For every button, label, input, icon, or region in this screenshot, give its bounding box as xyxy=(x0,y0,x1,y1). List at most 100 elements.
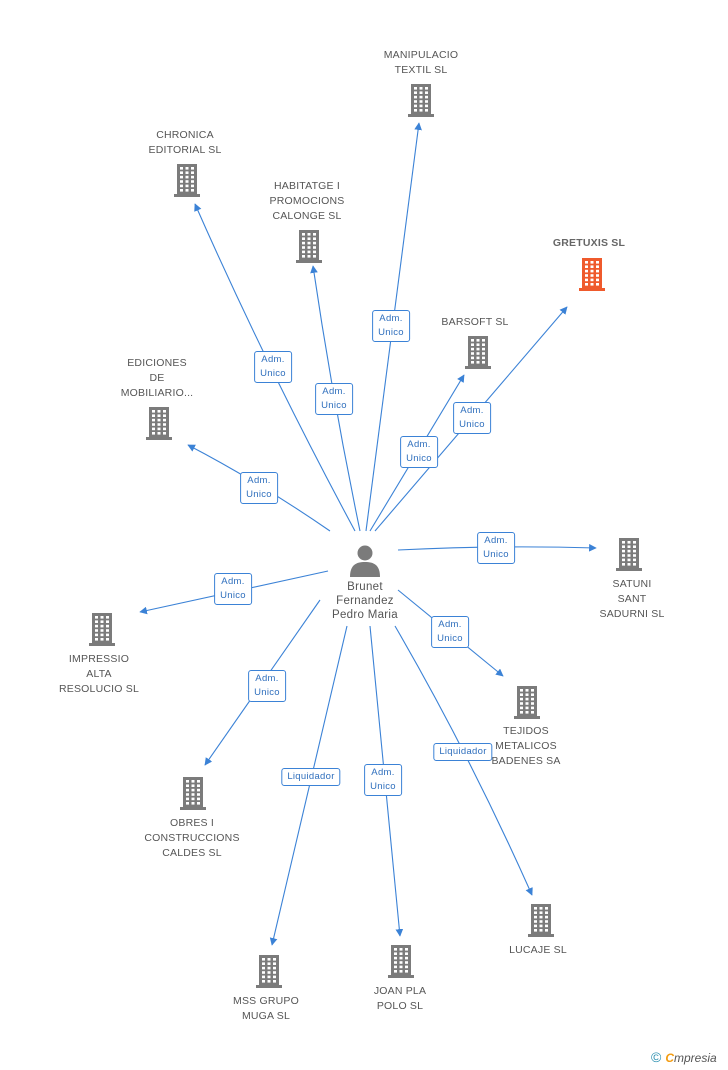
company-label-chronica[interactable]: CHRONICA EDITORIAL SL xyxy=(110,128,260,158)
person-icon[interactable] xyxy=(345,544,385,578)
relation-label-satuni[interactable]: Adm. Unico xyxy=(477,532,515,564)
company-label-tejidos[interactable]: TEJIDOS METALICOS BADENES SA xyxy=(451,724,601,769)
company-label-line: MSS GRUPO xyxy=(233,995,299,1007)
company-label-line: DE xyxy=(149,372,165,384)
relation-label-line: Unico xyxy=(459,419,485,430)
relation-label-line: Adm. xyxy=(407,439,431,450)
company-label-line: SADURNI SL xyxy=(599,608,665,620)
relation-label-line: Adm. xyxy=(460,405,484,416)
relation-label-obres[interactable]: Adm. Unico xyxy=(248,670,286,702)
company-label-line: CHRONICA xyxy=(156,129,214,141)
building-icon[interactable] xyxy=(460,334,496,370)
relation-label-line: Adm. xyxy=(261,354,285,365)
company-label-mss[interactable]: MSS GRUPO MUGA SL xyxy=(191,994,341,1024)
relation-label-line: Unico xyxy=(406,453,432,464)
copyright-symbol: © xyxy=(651,1049,662,1065)
building-icon[interactable] xyxy=(574,256,610,292)
relation-label-manipulacio[interactable]: Adm. Unico xyxy=(372,310,410,342)
brand-rest: mpresia xyxy=(674,1051,717,1065)
relation-label-line: Unico xyxy=(370,781,396,792)
building-icon[interactable] xyxy=(509,684,545,720)
building-icon[interactable] xyxy=(141,405,177,441)
relation-label-lucaje[interactable]: Liquidador xyxy=(433,743,493,761)
company-label-line: TEXTIL SL xyxy=(394,64,448,76)
relation-label-mss[interactable]: Liquidador xyxy=(281,768,341,786)
relation-label-tejidos[interactable]: Adm. Unico xyxy=(431,616,469,648)
company-label-barsoft[interactable]: BARSOFT SL xyxy=(400,315,550,330)
company-label-line: TEJIDOS xyxy=(503,725,549,737)
empresia-logo: ©Cmpresia xyxy=(651,1049,717,1065)
company-label-line: GRETUXIS SL xyxy=(552,237,626,249)
building-icon[interactable] xyxy=(251,953,287,989)
relation-label-ediciones[interactable]: Adm. Unico xyxy=(240,472,278,504)
building-icon[interactable] xyxy=(84,611,120,647)
company-label-line: BADENES SA xyxy=(491,755,561,767)
building-icon[interactable] xyxy=(403,82,439,118)
relation-label-habitatge[interactable]: Adm. Unico xyxy=(315,383,353,415)
company-label-line: MOBILIARIO... xyxy=(120,387,194,399)
relation-label-line: Unico xyxy=(437,633,463,644)
relation-label-line: Unico xyxy=(260,368,286,379)
relation-label-joanpla[interactable]: Adm. Unico xyxy=(364,764,402,796)
company-label-line: PROMOCIONS xyxy=(269,195,345,207)
building-icon[interactable] xyxy=(291,228,327,264)
company-label-line: EDITORIAL SL xyxy=(148,144,222,156)
company-label-impressio[interactable]: IMPRESSIO ALTA RESOLUCIO SL xyxy=(24,652,174,697)
company-label-line: BARSOFT SL xyxy=(441,316,509,328)
company-label-ediciones[interactable]: EDICIONES DE MOBILIARIO... xyxy=(82,356,232,401)
company-label-line: MANIPULACIO xyxy=(383,49,459,61)
company-label-line: CALONGE SL xyxy=(272,210,342,222)
relation-label-line: Adm. xyxy=(379,313,403,324)
relation-label-impressio[interactable]: Adm. Unico xyxy=(214,573,252,605)
company-label-line: HABITATGE I xyxy=(274,180,340,192)
company-label-lucaje[interactable]: LUCAJE SL xyxy=(463,943,613,958)
relation-label-line: Unico xyxy=(246,489,272,500)
company-label-satuni[interactable]: SATUNI SANT SADURNI SL xyxy=(557,577,707,622)
company-label-line: ALTA xyxy=(86,668,112,680)
company-label-line: SATUNI xyxy=(612,578,652,590)
company-label-habitatge[interactable]: HABITATGE I PROMOCIONS CALONGE SL xyxy=(232,179,382,224)
relation-label-line: Adm. xyxy=(438,619,462,630)
relation-label-line: Unico xyxy=(254,687,280,698)
brand-first-letter: C xyxy=(665,1051,674,1065)
relation-label-line: Adm. xyxy=(221,576,245,587)
company-label-line: METALICOS xyxy=(495,740,557,752)
company-label-line: MUGA SL xyxy=(241,1010,291,1022)
relation-label-line: Adm. xyxy=(484,535,508,546)
person-name-line: Fernandez xyxy=(336,595,394,607)
relation-label-line: Adm. xyxy=(255,673,279,684)
building-icon[interactable] xyxy=(169,162,205,198)
relation-label-line: Adm. xyxy=(322,386,346,397)
center-person-name[interactable]: Brunet Fernandez Pedro Maria xyxy=(290,580,440,622)
building-icon[interactable] xyxy=(383,943,419,979)
building-icon[interactable] xyxy=(175,775,211,811)
relation-label-line: Unico xyxy=(378,327,404,338)
company-label-line: SANT xyxy=(617,593,647,605)
company-label-line: EDICIONES xyxy=(127,357,187,369)
relation-label-line: Adm. xyxy=(371,767,395,778)
company-label-gretuxis[interactable]: GRETUXIS SL xyxy=(514,236,664,251)
company-label-line: OBRES I xyxy=(170,817,214,829)
company-label-line: JOAN PLA xyxy=(373,985,427,997)
person-name-line: Brunet xyxy=(347,581,383,593)
company-label-line: CONSTRUCCIONS xyxy=(144,832,240,844)
company-label-manipulacio[interactable]: MANIPULACIO TEXTIL SL xyxy=(346,48,496,78)
relation-label-line: Unico xyxy=(321,400,347,411)
relation-label-line: Unico xyxy=(483,549,509,560)
company-label-line: LUCAJE SL xyxy=(509,944,567,956)
relation-label-barsoft[interactable]: Adm. Unico xyxy=(400,436,438,468)
relation-label-line: Liquidador xyxy=(287,771,335,782)
person-name-line: Pedro Maria xyxy=(332,609,398,621)
relation-label-line: Adm. xyxy=(247,475,271,486)
building-icon[interactable] xyxy=(523,902,559,938)
relation-label-gretuxis[interactable]: Adm. Unico xyxy=(453,402,491,434)
building-icon[interactable] xyxy=(611,536,647,572)
relation-label-chronica[interactable]: Adm. Unico xyxy=(254,351,292,383)
relation-label-line: Unico xyxy=(220,590,246,601)
company-label-line: IMPRESSIO xyxy=(68,653,130,665)
relation-label-line: Liquidador xyxy=(439,746,487,757)
company-label-line: RESOLUCIO SL xyxy=(58,683,139,695)
